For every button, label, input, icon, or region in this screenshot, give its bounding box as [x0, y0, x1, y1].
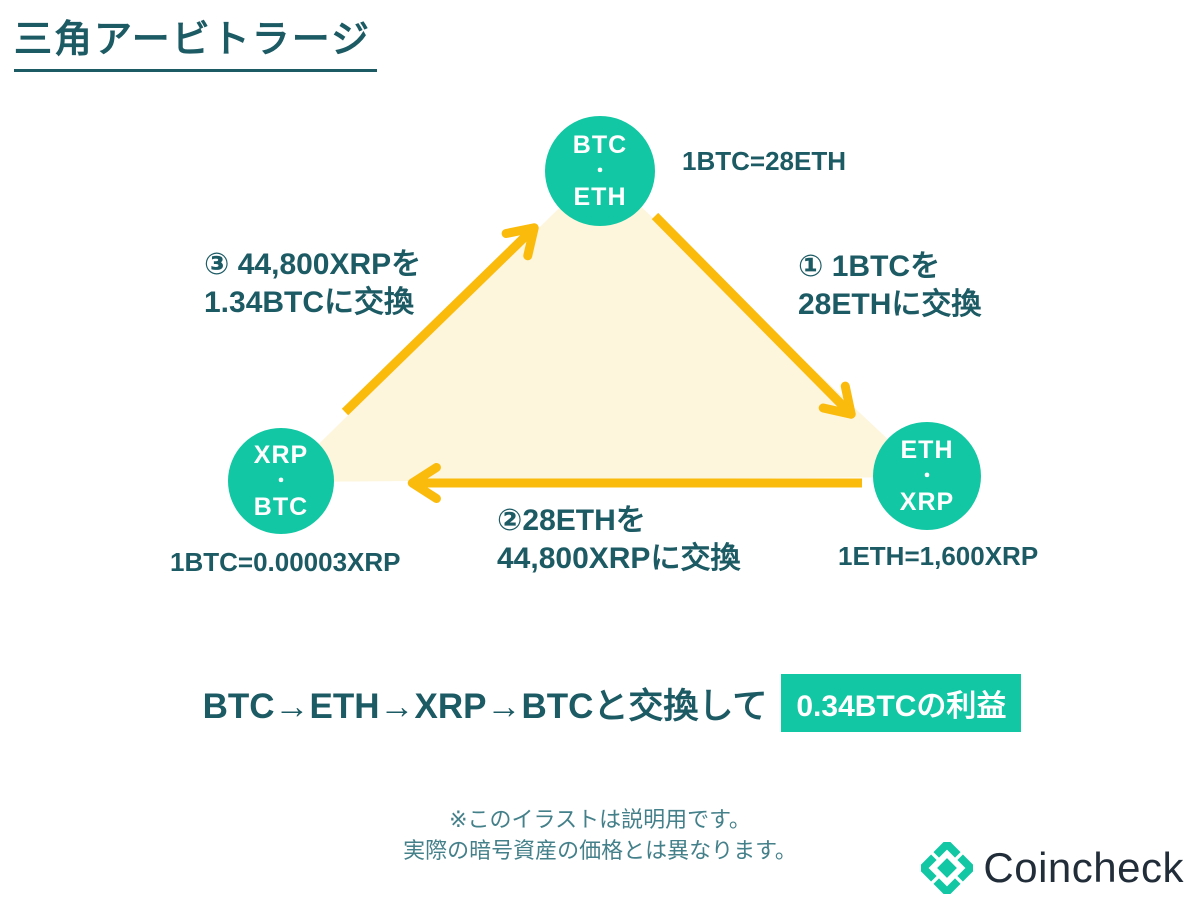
rate-btc-eth: 1BTC=28ETH — [682, 146, 846, 176]
node-btc-eth: BTC ・ ETH — [545, 116, 655, 226]
coincheck-logo-text: Coincheck — [983, 844, 1184, 891]
step3-line2: 1.34BTCに交換 — [204, 286, 415, 319]
page-title: 三角アービトラージ — [14, 8, 377, 72]
node-xrp-btc-coin-a: XRP — [253, 441, 309, 469]
footnote: ※このイラストは説明用です。 実際の暗号資産の価格とは異なります。 — [0, 804, 1200, 866]
coincheck-diamond-icon — [921, 842, 974, 894]
profit-badge: 0.34BTCの利益 — [781, 674, 1022, 732]
step1-label: ① 1BTCを 28ETHに交換 — [798, 248, 981, 324]
footnote-line1: ※このイラストは説明用です。 — [449, 807, 751, 832]
step1-line2: 28ETHに交換 — [798, 288, 982, 321]
node-btc-eth-dot: ・ — [591, 161, 609, 181]
step2-line2: 44,800XRPに交換 — [497, 542, 741, 575]
node-btc-eth-coin-a: BTC — [572, 131, 628, 159]
step2-label: ②28ETHを 44,800XRPに交換 — [497, 502, 740, 578]
node-eth-xrp: ETH ・ XRP — [873, 422, 981, 530]
step3-line1: ③ 44,800XRPを — [204, 248, 422, 281]
step2-line1: ②28ETHを — [497, 504, 646, 537]
step1-line1: ① 1BTCを — [798, 250, 941, 283]
rate-eth-xrp: 1ETH=1,600XRP — [838, 541, 1039, 571]
node-xrp-btc-dot: ・ — [272, 471, 290, 491]
node-xrp-btc: XRP ・ BTC — [228, 428, 334, 534]
node-eth-xrp-dot: ・ — [918, 466, 936, 486]
arrow-step1 — [651, 212, 856, 419]
rate-xrp-btc: 1BTC=0.00003XRP — [170, 547, 401, 577]
node-btc-eth-coin-b: ETH — [573, 183, 627, 211]
node-eth-xrp-coin-a: ETH — [900, 436, 954, 464]
triangle-fill — [280, 168, 928, 482]
arrow-step3 — [341, 223, 539, 416]
node-eth-xrp-coin-b: XRP — [899, 488, 955, 516]
summary-text: BTC→ETH→XRP→BTCと交換して — [202, 686, 768, 726]
step3-label: ③ 44,800XRPを 1.34BTCに交換 — [204, 246, 421, 322]
footnote-line2: 実際の暗号資産の価格とは異なります。 — [403, 838, 797, 863]
coincheck-logo: Coincheck — [921, 842, 1184, 894]
node-xrp-btc-coin-b: BTC — [253, 493, 309, 521]
summary-row: BTC→ETH→XRP→BTCと交換して 0.34BTCの利益 — [0, 674, 1200, 732]
